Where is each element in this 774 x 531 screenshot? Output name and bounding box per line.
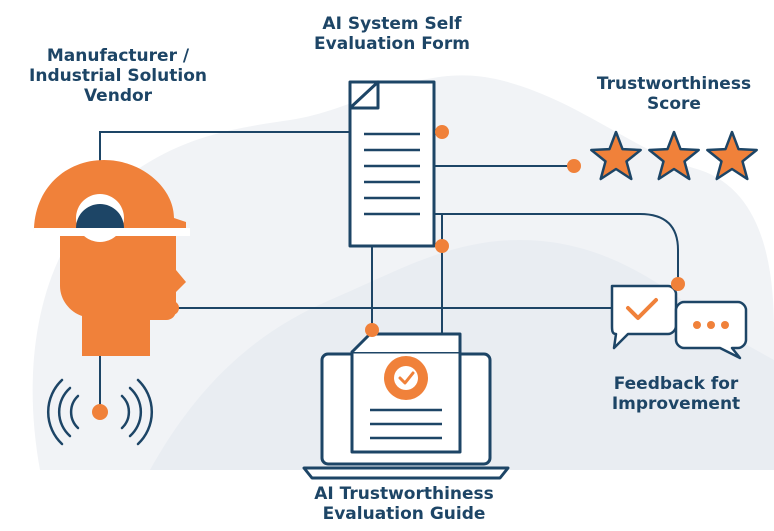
star-icon [706, 130, 758, 181]
gear-icon [76, 194, 124, 242]
trust-score-stars [590, 130, 758, 181]
guide-label-line: AI Trustworthiness [314, 484, 494, 504]
signal-icon [47, 378, 153, 446]
connector-nodes [92, 125, 685, 420]
guide-label-line: Evaluation Guide [322, 504, 486, 525]
manufacturer-label-line: Vendor [83, 86, 153, 107]
worker-head-icon [34, 160, 190, 356]
document-icon [348, 80, 436, 248]
self-eval-label-line: Evaluation Form [314, 34, 470, 55]
chat-dots-icon [674, 300, 748, 360]
trust-score-label-line: Trustworthiness [596, 74, 752, 94]
feedback-label: Feedback for Improvement [586, 374, 766, 414]
self-eval-label-line: AI System Self [322, 14, 462, 34]
manufacturer-label-line: Manufacturer / [46, 46, 190, 66]
laptop-icon [302, 332, 510, 480]
trust-score-label: Trustworthiness Score [584, 74, 764, 114]
gear-check-icon [384, 356, 428, 400]
feedback-label-line: Feedback for [613, 374, 739, 394]
manufacturer-label-line: Industrial Solution [29, 66, 207, 87]
self-eval-form-label: AI System Self Evaluation Form [296, 14, 488, 54]
star-icon [590, 130, 642, 181]
chat-check-icon [610, 284, 678, 350]
star-icon [648, 130, 700, 181]
guide-label: AI Trustworthiness Evaluation Guide [296, 484, 512, 524]
manufacturer-label: Manufacturer / Industrial Solution Vendo… [8, 46, 228, 106]
trust-score-label-line: Score [647, 94, 701, 115]
feedback-label-line: Improvement [611, 394, 741, 415]
